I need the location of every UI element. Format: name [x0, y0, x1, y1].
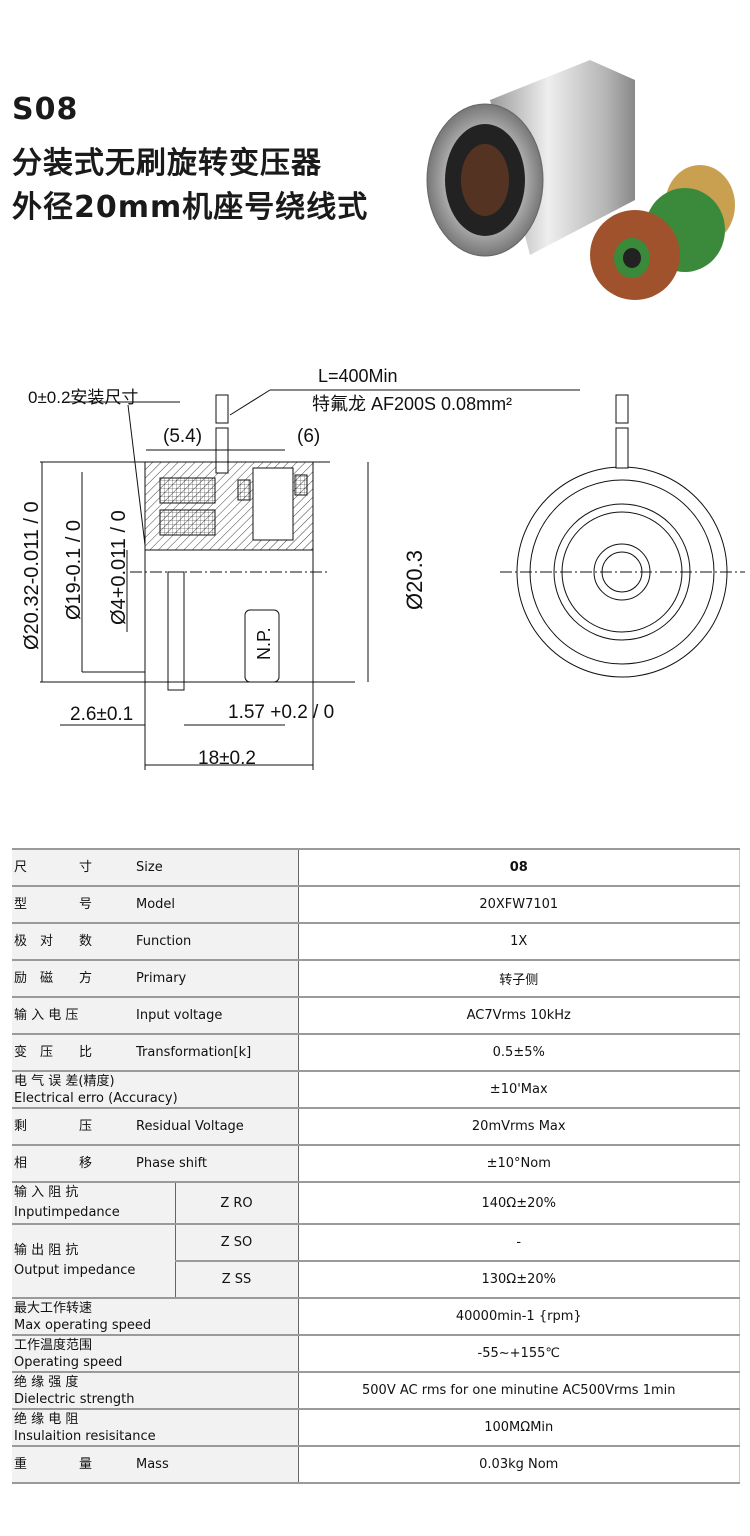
row-label-en: Max operating speed	[14, 1317, 152, 1333]
row-label-en: Dielectric strength	[14, 1391, 135, 1407]
table-row: 重 量 Mass 0.03kg Nom	[12, 1445, 740, 1484]
table-row: 相 移 Phase shift ±10°Nom	[12, 1144, 740, 1183]
table-row: 励 磁 方 Primary 转子侧	[12, 959, 740, 998]
row-label-en: Primary	[136, 971, 187, 986]
row-label-cn: 输 入 电 压	[14, 1008, 79, 1023]
row-label-en: Residual Voltage	[136, 1119, 244, 1134]
table-row: 极 对 数 Function 1X	[12, 922, 740, 961]
row-value: 40000min-1 {rpm}	[298, 1297, 740, 1336]
row-value: -	[298, 1223, 740, 1262]
row-label-cn: 剩 压	[14, 1119, 93, 1134]
table-row: 输 出 阻 抗 Output impedance Z SO-	[12, 1223, 740, 1299]
mount-dim: 0±0.2安装尺寸	[28, 388, 138, 407]
spec-table: 尺 寸 Size 08 型 号 Model 20XFW7101 极 对 数 Functio…	[12, 848, 740, 1484]
table-row: 型 号 Model 20XFW7101	[12, 885, 740, 924]
row-value: 20XFW7101	[298, 885, 740, 924]
row-label-en: Insulaition resisitance	[14, 1428, 156, 1444]
row-value: 500V AC rms for one minutine AC500Vrms 1…	[298, 1371, 740, 1410]
row-value: -55~+155℃	[298, 1334, 740, 1373]
row-value: 20mVrms Max	[298, 1107, 740, 1146]
dim-6: (6)	[297, 426, 320, 447]
row-label-en: Mass	[136, 1457, 169, 1472]
front-view	[500, 394, 745, 678]
row-value: ±10°Nom	[298, 1144, 740, 1183]
product-photo	[426, 60, 735, 300]
technical-drawing: N.P. 0±0.2安装尺寸 L=400Min 特氟龙 AF200S 0.08m…	[21, 366, 745, 770]
dim-5-4: (5.4)	[163, 426, 202, 447]
np-label: N.P.	[254, 627, 274, 660]
dim-4-dia: Ø4+0.011 / 0	[108, 510, 130, 625]
row-label-cn: 相 移	[14, 1156, 93, 1171]
wire-spec: 特氟龙 AF200S 0.08mm²	[312, 394, 512, 414]
dim-18: 18±0.2	[198, 748, 256, 769]
table-row: 变 压 比 Transformation[k] 0.5±5%	[12, 1033, 740, 1072]
row-label-en: Size	[136, 860, 163, 875]
row-label-cn: 重 量	[14, 1457, 93, 1472]
row-label-cn: 尺 寸	[14, 860, 93, 875]
table-row: 剩 压 Residual Voltage 20mVrms Max	[12, 1107, 740, 1146]
row-value: 08	[298, 848, 740, 887]
row-label-en: Model	[136, 897, 176, 912]
row-value: ±10'Max	[298, 1070, 740, 1109]
row-label-cn: 最大工作转速	[14, 1300, 93, 1316]
table-row: 尺 寸 Size 08	[12, 848, 740, 887]
row-value: 0.5±5%	[298, 1033, 740, 1072]
row-label-cn: 绝 缘 电 阻	[14, 1411, 79, 1427]
row-label-cn: 输 出 阻 抗	[14, 1243, 79, 1258]
dim-2-6: 2.6±0.1	[70, 704, 133, 725]
row-value: 转子侧	[298, 959, 740, 998]
rotor-photo	[590, 165, 735, 300]
row-value: 0.03kg Nom	[298, 1445, 740, 1484]
row-label-en: Output impedance	[14, 1263, 136, 1278]
dim-outer-dia: Ø20.32-0.011 / 0	[21, 501, 43, 650]
row-label-en: Transformation[k]	[136, 1045, 252, 1060]
row-label-cn: 型 号	[14, 897, 93, 912]
sub-label: Z SS	[175, 1260, 299, 1299]
row-label-en: Inputimpedance	[14, 1205, 120, 1220]
row-label-en: Phase shift	[136, 1156, 208, 1171]
dim-1-57: 1.57 +0.2 / 0	[228, 702, 334, 723]
row-label-en: Operating speed	[14, 1354, 123, 1370]
row-label-en: Input voltage	[136, 1008, 223, 1023]
lead-length: L=400Min	[318, 366, 398, 386]
row-label-cn: 输 入 阻 抗	[14, 1185, 79, 1200]
product-subtitle: 外径20mm机座号绕线式	[12, 190, 369, 225]
row-label-en: Function	[136, 934, 192, 949]
row-label-cn: 工作温度范围	[14, 1337, 93, 1353]
row-label-en: Electrical erro (Accuracy)	[14, 1090, 178, 1106]
row-value: 1X	[298, 922, 740, 961]
row-label-cn: 励 磁 方	[14, 971, 93, 986]
table-row: 电 气 误 差(精度)Electrical erro (Accuracy) ±10…	[12, 1070, 740, 1109]
sub-label: Z RO	[175, 1181, 299, 1225]
row-value: 100MΩMin	[298, 1408, 740, 1447]
dim-20-3-dia: Ø20.3	[402, 550, 427, 610]
product-code: S08	[12, 92, 79, 127]
dim-19-dia: Ø19-0.1 / 0	[63, 520, 85, 620]
product-title: 分装式无刷旋转变压器	[12, 146, 322, 181]
row-label-cn: 电 气 误 差(精度)	[14, 1073, 115, 1089]
row-value: AC7Vrms 10kHz	[298, 996, 740, 1035]
row-label-cn: 变 压 比	[14, 1045, 93, 1060]
side-view: N.P.	[40, 389, 580, 770]
row-value: 140Ω±20%	[298, 1181, 740, 1225]
stator-photo	[426, 60, 635, 257]
row-value: 130Ω±20%	[298, 1260, 740, 1299]
table-row: 输 入 电 压 Input voltage AC7Vrms 10kHz	[12, 996, 740, 1035]
sub-label: Z SO	[175, 1223, 299, 1262]
row-label-cn: 极 对 数	[14, 934, 93, 949]
row-label-cn: 绝 缘 强 度	[14, 1374, 79, 1390]
